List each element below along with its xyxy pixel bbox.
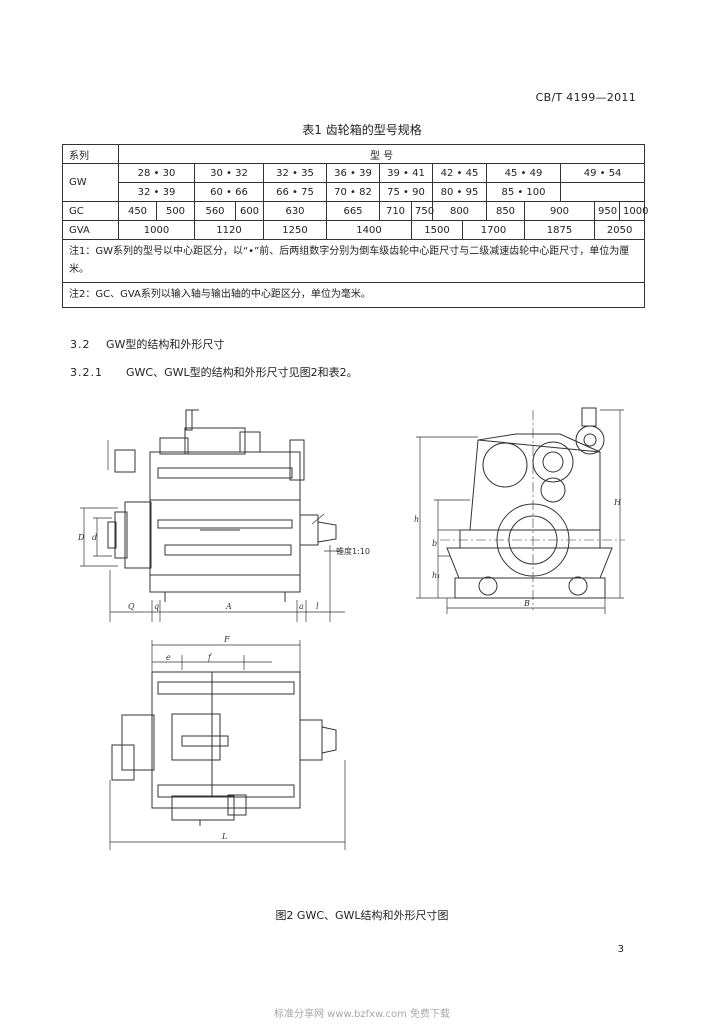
page-number: 3: [617, 944, 624, 955]
dim-label-q: q: [154, 602, 159, 611]
section-number: 3.2: [70, 338, 91, 351]
table-header-row: 系列 型 号: [62, 144, 646, 164]
section-number: 3.2.1: [70, 366, 103, 379]
model-spec-table: 系列 型 号 GW 28 • 30 30 • 32 32 • 35 36 • 3…: [61, 144, 648, 308]
table-row-gva: GVA 1000 1120 1250 1400 1500 1700 1875 2…: [62, 220, 646, 240]
dim-label-A: A: [225, 602, 232, 611]
dim-label-f: f: [207, 653, 213, 662]
dim-label-l: l: [316, 602, 319, 611]
section-title: GW型的结构和外形尺寸: [106, 338, 225, 351]
table-note-2: 注2：GC、GVA系列以输入轴与输出轴的中心距区分，单位为毫米。: [61, 282, 646, 308]
figure-2-caption: 图2 GWC、GWL结构和外形尺寸图: [275, 909, 449, 922]
dim-label-L: L: [221, 832, 227, 841]
dim-label-F: F: [223, 635, 230, 644]
dim-label-b: b: [432, 539, 437, 548]
dim-label-B: B: [523, 599, 530, 608]
dim-label-h1: h₁: [432, 571, 440, 580]
dim-label-e: e: [166, 653, 171, 662]
section-3-2-1-paragraph: 3.2.1 GWC、GWL型的结构和外形尺寸见图2和表2。: [70, 364, 358, 380]
table-row-gw-2: 32 • 39 60 • 66 66 • 75 70 • 82 75 • 90 …: [63, 182, 646, 202]
dim-label-H: H: [613, 498, 622, 507]
dim-label-Q: Q: [128, 602, 135, 611]
section-text: GWC、GWL型的结构和外形尺寸见图2和表2。: [126, 366, 358, 379]
side-view-drawing: [80, 409, 345, 622]
gw-label: GW: [62, 163, 119, 202]
dim-label-d: d: [92, 533, 97, 542]
end-view-drawing: [416, 407, 625, 614]
dim-label-D: D: [77, 533, 85, 542]
table-1-caption: 表1 齿轮箱的型号规格: [302, 123, 422, 137]
taper-label: 锥度1:10: [336, 546, 370, 556]
dim-label-h: h: [414, 515, 419, 524]
plan-view-drawing: [109, 640, 346, 850]
dim-label-a: a: [299, 602, 304, 611]
watermark: 标准分享网 www.bzfxw.com 免费下载: [274, 1009, 450, 1020]
standard-code: CB/T 4199—2011: [535, 91, 636, 104]
section-3-2-heading: 3.2 GW型的结构和外形尺寸: [70, 336, 224, 352]
table-row-note-2: 注2：GC、GVA系列以输入轴与输出轴的中心距区分，单位为毫米。: [61, 282, 646, 308]
dimension-labels: D d Q q A a l H h h₁ B b F f e L 锥度1:10: [77, 498, 622, 841]
table-row-gc: GC 450 500 560 600 630 665 710 750 800 8…: [62, 201, 648, 221]
